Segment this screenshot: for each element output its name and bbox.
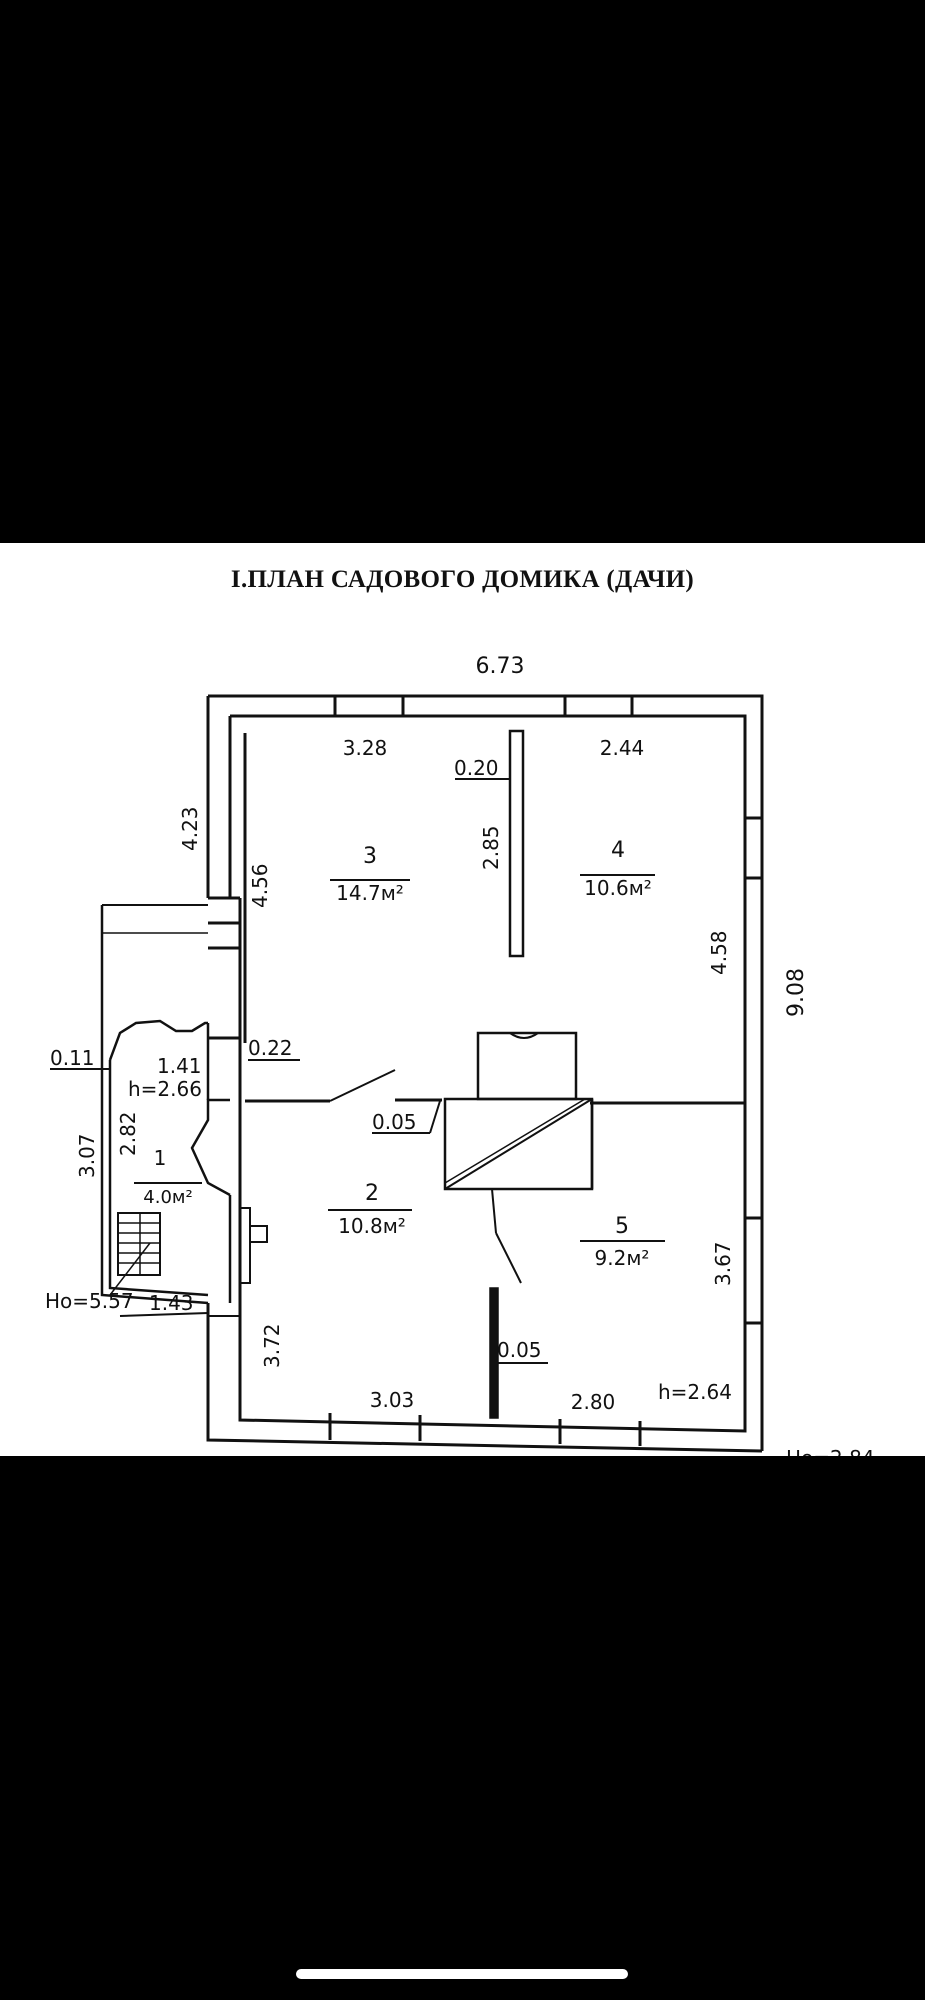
room-5-number: 5 [615,1214,629,1239]
dim-wall-022: 0.22 [248,1036,293,1060]
dim-porch-width: 1.41 [157,1054,202,1078]
dim-ho-right: Ho=2.84 [786,1446,875,1456]
dim-room5-height: 3.67 [711,1241,735,1286]
dim-partition-length: 2.85 [479,825,503,870]
dim-porch-outer: 3.07 [75,1133,99,1178]
dim-room4-top: 2.44 [600,736,645,760]
room-5-area: 9.2м² [595,1246,650,1270]
room-1-area: 4.0м² [143,1187,192,1208]
inner-wall-outline [230,714,747,1433]
dim-room4-height: 4.58 [707,930,731,975]
room-1-number: 1 [154,1146,167,1170]
top-black-area [0,0,925,543]
outer-wall-outline [208,694,764,1451]
bottom-black-area [0,1456,925,2000]
dim-room3-top: 3.28 [343,736,388,760]
dim-room5-h: h=2.64 [658,1380,732,1404]
dim-room5-bottom: 2.80 [571,1390,616,1414]
room-3-number: 3 [363,844,377,869]
room-3-area: 14.7м² [336,881,404,905]
dim-top-total: 6.73 [476,654,525,679]
dim-porch-h: h=2.66 [128,1077,202,1101]
dim-room3-height: 4.56 [248,863,272,908]
dim-left-lower: 3.72 [260,1323,284,1368]
floor-plan-drawing: 6.73 3.28 2.44 0.20 2.85 4.23 4.56 4.58 … [45,654,875,1456]
dim-ho-left: Ho=5.57 [45,1289,134,1313]
floor-plan-sheet: I.ПЛАН САДОВОГО ДОМИКА (ДАЧИ) [0,543,925,1456]
plan-title: I.ПЛАН САДОВОГО ДОМИКА (ДАЧИ) [230,566,695,593]
dim-door-005-b: 0.05 [497,1338,542,1362]
room-4-number: 4 [611,838,625,863]
room-4-area: 10.6м² [584,876,652,900]
dim-door-005-a: 0.05 [372,1110,417,1134]
dim-room2-bottom: 3.03 [370,1388,415,1412]
room-2-area: 10.8м² [338,1214,406,1238]
home-indicator[interactable] [296,1969,628,1979]
dim-porch-bottom: 1.43 [149,1291,194,1315]
dim-right-total: 9.08 [784,968,809,1017]
dim-porch-inner: 2.82 [116,1111,140,1156]
room-2-number: 2 [365,1181,379,1206]
dim-porch-wall: 0.11 [50,1046,95,1070]
dim-left-upper: 4.23 [178,806,202,851]
dim-partition-thickness: 0.20 [454,756,499,780]
